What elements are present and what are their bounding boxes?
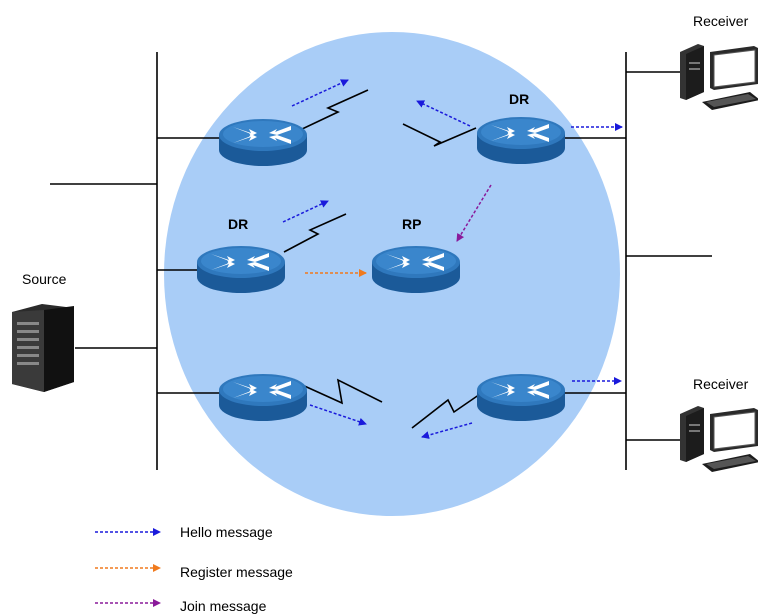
legend-item-register: Register message	[95, 564, 293, 580]
router-icon[interactable]	[219, 374, 307, 421]
wan-link-1	[299, 89, 369, 131]
legend-label: Register message	[180, 564, 293, 580]
desktop-pc-icon[interactable]	[679, 405, 758, 473]
source-label: Source	[22, 271, 67, 287]
rp-label: RP	[402, 216, 421, 232]
join-arrow	[456, 184, 492, 242]
hello-arrow	[421, 422, 473, 439]
legend-item-hello: Hello message	[95, 524, 273, 540]
legend: Hello message Register message Join mess…	[95, 524, 293, 614]
legend-label: Join message	[180, 598, 267, 614]
hello-arrow	[291, 79, 349, 107]
receiver-label: Receiver	[693, 376, 749, 392]
wan-link-4	[299, 378, 383, 405]
dr-label: DR	[228, 216, 248, 232]
wan-link-3	[283, 213, 347, 253]
hello-arrow	[282, 200, 329, 223]
wan-link-2	[402, 123, 477, 147]
legend-label: Hello message	[180, 524, 273, 540]
router-icon[interactable]	[477, 374, 565, 421]
receiver-label: Receiver	[693, 13, 749, 29]
legend-item-join: Join message	[95, 598, 267, 614]
router-icon[interactable]	[219, 119, 307, 166]
router-icon[interactable]	[372, 246, 460, 293]
wan-link-5	[411, 389, 487, 429]
dr-label: DR	[509, 91, 529, 107]
server-icon[interactable]	[12, 304, 74, 392]
router-icon[interactable]	[477, 117, 565, 164]
router-icon[interactable]	[197, 246, 285, 293]
network-links	[50, 52, 712, 470]
desktop-pc-icon[interactable]	[679, 43, 758, 111]
